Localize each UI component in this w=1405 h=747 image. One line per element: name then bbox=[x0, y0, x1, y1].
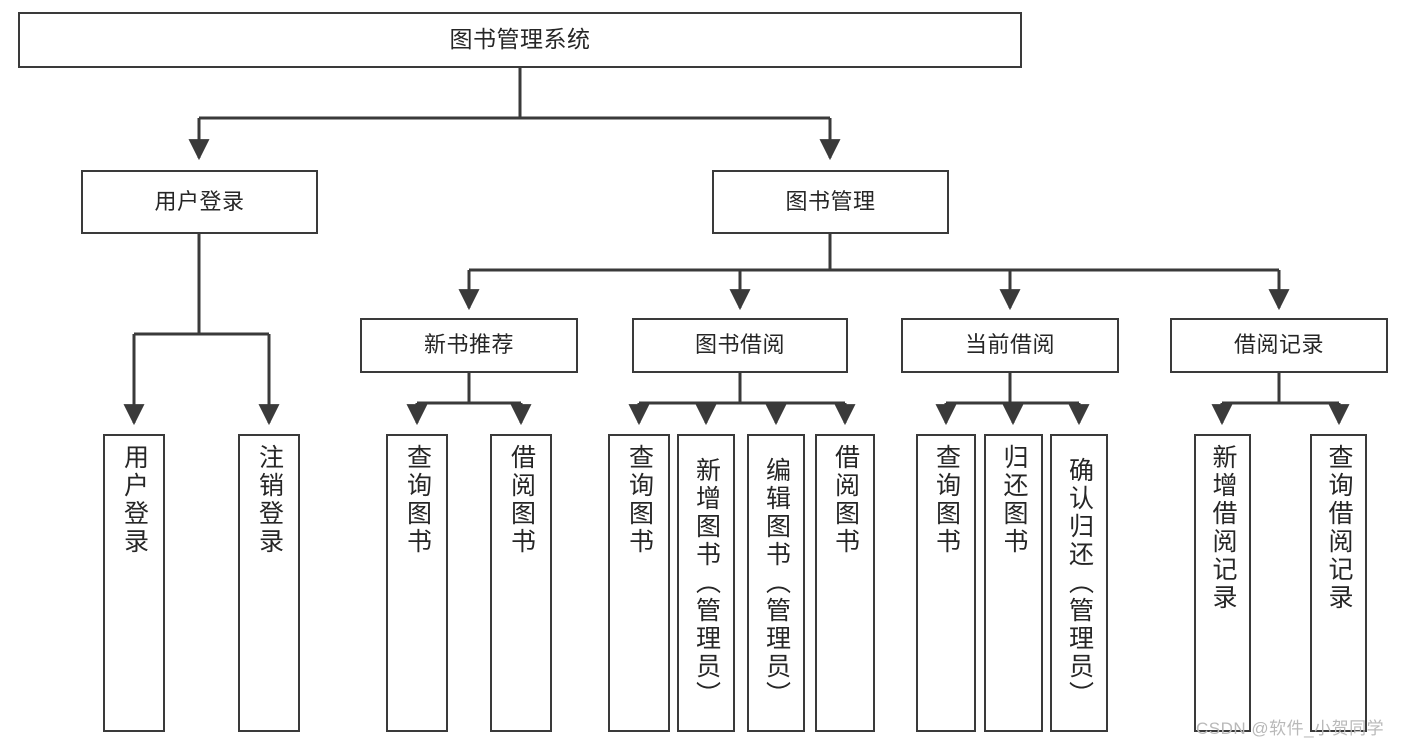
leaf-user-login[interactable]: 用户登录 bbox=[103, 434, 165, 732]
node-current-borrow[interactable]: 当前借阅 bbox=[901, 318, 1119, 373]
node-borrow-record[interactable]: 借阅记录 bbox=[1170, 318, 1388, 373]
csdn-watermark: CSDN @软件_小贺同学 bbox=[1196, 719, 1385, 738]
leaf-bb-query-book[interactable]: 查询图书 bbox=[608, 434, 670, 732]
leaf-cb-query-book[interactable]: 查询图书 bbox=[916, 434, 976, 732]
node-new-book-recommend[interactable]: 新书推荐 bbox=[360, 318, 578, 373]
node-book-management[interactable]: 图书管理 bbox=[712, 170, 949, 234]
node-user-login[interactable]: 用户登录 bbox=[81, 170, 318, 234]
leaf-nb-query-book[interactable]: 查询图书 bbox=[386, 434, 448, 732]
node-label: 确认归还（管理员） bbox=[1065, 457, 1094, 709]
node-label: 图书借阅 bbox=[694, 332, 785, 358]
leaf-logout[interactable]: 注销登录 bbox=[238, 434, 300, 732]
node-label: 用户登录 bbox=[120, 444, 149, 556]
leaf-nb-borrow-book[interactable]: 借阅图书 bbox=[490, 434, 552, 732]
node-label: 编辑图书（管理员） bbox=[762, 457, 791, 709]
node-label: 新书推荐 bbox=[423, 332, 514, 358]
node-label: 借阅图书 bbox=[507, 444, 536, 556]
node-label: 查询图书 bbox=[932, 444, 961, 556]
node-label: 归还图书 bbox=[1000, 444, 1028, 556]
node-book-borrow[interactable]: 图书借阅 bbox=[632, 318, 848, 373]
node-label: 当前借阅 bbox=[964, 332, 1055, 358]
node-label: 查询图书 bbox=[625, 444, 654, 556]
node-label: 查询图书 bbox=[403, 444, 432, 556]
node-label: 注销登录 bbox=[255, 444, 284, 556]
node-label: 新增图书（管理员） bbox=[692, 457, 721, 709]
leaf-bb-add-book-admin[interactable]: 新增图书（管理员） bbox=[677, 434, 735, 732]
leaf-br-add-record[interactable]: 新增借阅记录 bbox=[1194, 434, 1251, 732]
leaf-cb-return-book[interactable]: 归还图书 bbox=[984, 434, 1043, 732]
node-label: 借阅记录 bbox=[1233, 332, 1324, 358]
node-root-system[interactable]: 图书管理系统 bbox=[18, 12, 1022, 68]
leaf-cb-confirm-return-admin[interactable]: 确认归还（管理员） bbox=[1050, 434, 1108, 732]
node-label: 新增借阅记录 bbox=[1209, 444, 1237, 612]
leaf-bb-edit-book-admin[interactable]: 编辑图书（管理员） bbox=[747, 434, 805, 732]
node-label: 借阅图书 bbox=[831, 444, 860, 556]
node-label: 图书管理系统 bbox=[449, 26, 591, 53]
leaf-br-query-record[interactable]: 查询借阅记录 bbox=[1310, 434, 1367, 732]
node-label: 图书管理 bbox=[785, 188, 876, 214]
node-label: 查询借阅记录 bbox=[1325, 444, 1353, 612]
leaf-bb-borrow-book[interactable]: 借阅图书 bbox=[815, 434, 875, 732]
node-label: 用户登录 bbox=[154, 188, 245, 214]
